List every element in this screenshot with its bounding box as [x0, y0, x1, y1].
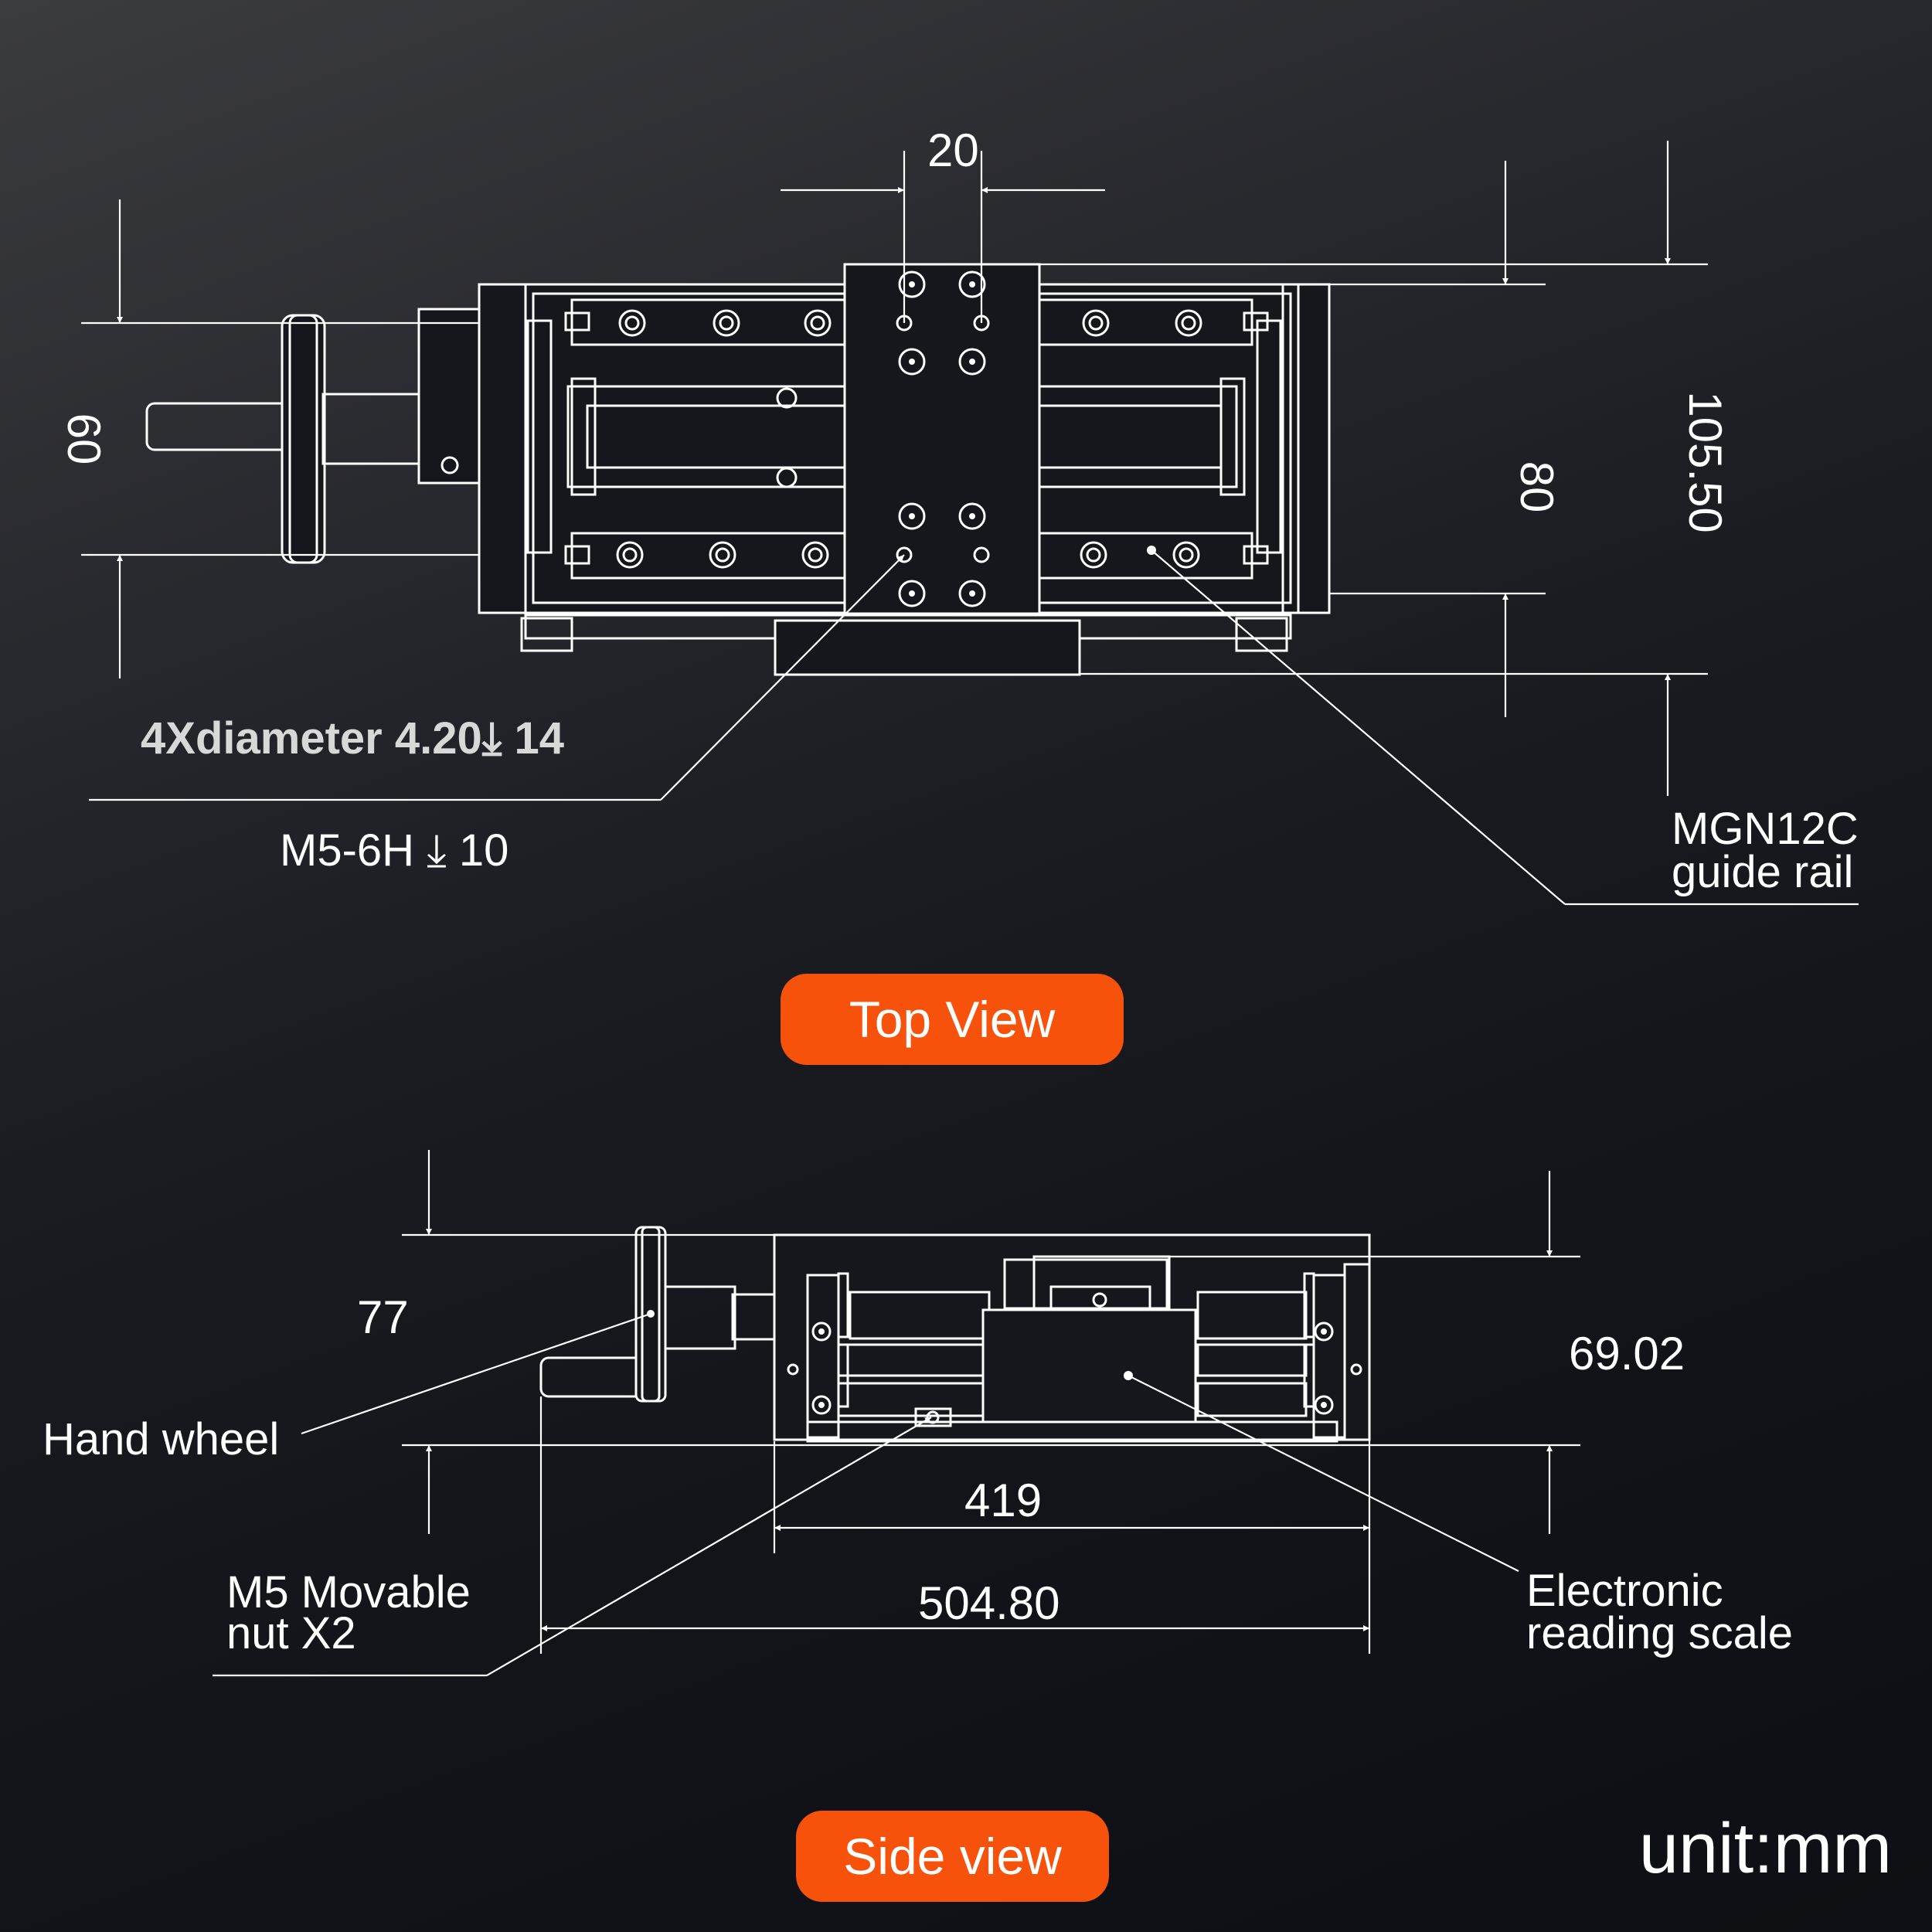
shaft — [145, 402, 303, 451]
dim-69-02: 69.02 — [1569, 1328, 1685, 1379]
dim-80: 80 — [1511, 461, 1563, 513]
scale-label-line1: Electronic — [1526, 1566, 1723, 1616]
dim-504-80: 504.80 — [918, 1577, 1060, 1629]
thread-callout: M5-6H ⤓ 10 — [280, 825, 509, 876]
side-view-drawing: 77 69.02 419 504.80 Hand wheel M5 Movabl… — [43, 1150, 1793, 1677]
dim-20: 20 — [927, 124, 979, 176]
scale-block — [774, 619, 1081, 676]
side-shaft — [539, 1356, 651, 1398]
coupling — [321, 393, 425, 465]
nut-label-line1: M5 Movable — [226, 1567, 471, 1617]
scale-reader — [981, 1308, 1197, 1423]
dim-60: 60 — [58, 413, 110, 465]
carriage — [843, 263, 1041, 615]
nut-label-line2: nut X2 — [226, 1608, 356, 1658]
rail-bolts — [616, 309, 1202, 569]
rail-label-line1: MGN12C — [1672, 804, 1859, 854]
hole-callout: 4Xdiameter 4.20⤓ 14 — [141, 713, 564, 764]
rail-label-line2: guide rail — [1672, 847, 1853, 897]
unit-label: unit:mm — [1638, 1809, 1892, 1888]
scale-label-line2: reading scale — [1526, 1608, 1793, 1658]
dim-419: 419 — [964, 1475, 1042, 1526]
top-view-drawing: 20 60 80 105.50 4Xdiameter 4.20⤓ 14 M5-6… — [58, 124, 1859, 906]
side-view-badge: Side view — [796, 1811, 1109, 1902]
hand-wheel-label: Hand wheel — [43, 1414, 279, 1464]
dim-77: 77 — [357, 1291, 409, 1343]
motor-mount — [417, 308, 482, 485]
dim-105-50: 105.50 — [1679, 391, 1731, 533]
side-coupling — [664, 1285, 736, 1350]
top-view-badge: Top View — [781, 974, 1124, 1065]
hand-wheel — [281, 314, 326, 564]
